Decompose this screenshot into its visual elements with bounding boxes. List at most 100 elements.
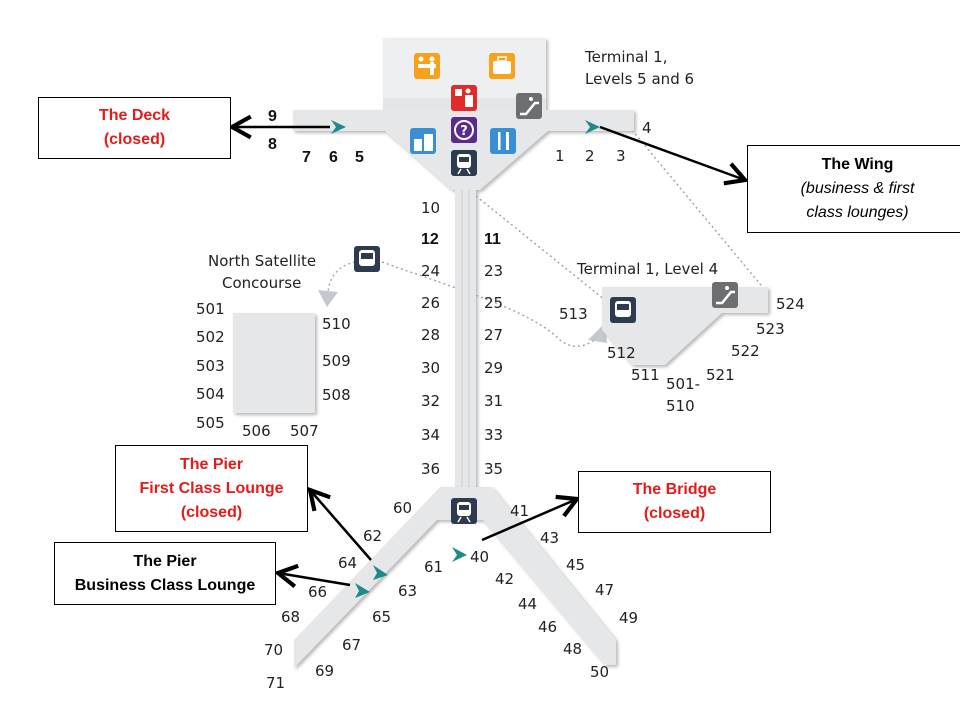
lounge-marker-deck [331, 120, 346, 134]
gate-label: 71 [266, 674, 285, 692]
pier-concourse [294, 487, 616, 668]
gate-label: 10 [421, 199, 440, 217]
baggage-icon [489, 53, 515, 79]
gate-label: 505 [196, 414, 225, 432]
pier-first-title-1: The Pier [179, 455, 244, 473]
pier-gates: 6062646668707161636567694042444648504143… [264, 499, 638, 692]
deck-status: (closed) [103, 131, 166, 148]
gate-label: 36 [421, 460, 440, 478]
svg-text:?: ? [460, 124, 468, 139]
gate-label: 70 [264, 641, 283, 659]
deck-title: The Deck [98, 107, 171, 124]
callout-pier-first-class: The Pier First Class Lounge (closed) [115, 445, 308, 532]
gate-label: 3 [616, 147, 626, 165]
gate-label: 33 [484, 426, 503, 444]
callout-the-bridge: The Bridge (closed) [578, 471, 771, 533]
gate-label: 2 [585, 147, 595, 165]
arrow-to-pier-first [310, 490, 372, 561]
gate-label: 64 [338, 554, 357, 572]
gate-label: 501-510 [666, 375, 700, 415]
terminal1-upper-label-line1: Terminal 1, [584, 48, 667, 66]
gate-label: 50 [590, 663, 609, 681]
pier-first-title-2: First Class Lounge [139, 479, 284, 497]
gate-label: 60 [393, 499, 412, 517]
dotted-routes [327, 129, 766, 348]
gate-label: 506 [242, 422, 271, 440]
gate-label: 1 [555, 147, 565, 165]
north-satellite-label-line2: Concourse [222, 274, 301, 292]
gate-label: 68 [281, 608, 300, 626]
gate-label: 67 [342, 636, 361, 654]
gate-label: 8 [268, 136, 277, 153]
escalator-icon-level4 [712, 282, 738, 308]
gate-label: 31 [484, 392, 503, 410]
pier-first-status: (closed) [180, 503, 243, 521]
gate-label: 502 [196, 328, 225, 346]
terminal1-upper-label-line2: Levels 5 and 6 [585, 70, 694, 88]
gate-label: 43 [540, 529, 559, 547]
gate-label: 522 [731, 342, 760, 360]
callout-the-wing: The Wing (business & first class lounges… [747, 145, 960, 233]
customs-icon [451, 85, 477, 111]
main-concourse-corridor [455, 185, 476, 490]
gate-label: 501 [196, 300, 225, 318]
terminal1-level4-label: Terminal 1, Level 4 [576, 260, 718, 278]
gate-label: 504 [196, 385, 225, 403]
bridge-title: The Bridge [632, 481, 717, 498]
wing-subtitle-2: class lounges) [806, 204, 909, 221]
gate-label: 12 [421, 231, 439, 248]
restaurant-icon [490, 128, 516, 154]
lounge-marker-wing [585, 120, 600, 134]
route-line-bus-to-satellite [327, 261, 356, 293]
lounge-marker-pier-business [355, 583, 370, 598]
gate-label: 512 [607, 344, 636, 362]
gate-label: 511 [631, 366, 660, 384]
pier-business-title-1: The Pier [133, 552, 197, 570]
gate-label: 62 [363, 527, 382, 545]
gate-label: 508 [322, 386, 351, 404]
gate-label: 46 [538, 618, 557, 636]
gate-label: 513 [559, 305, 588, 323]
check-in-icon [414, 53, 440, 79]
wing-title: The Wing [821, 156, 894, 173]
gate-label: 35 [484, 460, 503, 478]
gate-label: 41 [510, 502, 529, 520]
gate-label: 69 [315, 662, 334, 680]
gate-label: 521 [706, 366, 735, 384]
information-icon: ? [451, 117, 477, 143]
bus-icon-level4 [610, 297, 636, 323]
bridge-status: (closed) [643, 505, 706, 522]
gate-label: 49 [619, 609, 638, 627]
gate-label: 63 [398, 582, 417, 600]
wing-subtitle-1: (business & first [800, 180, 915, 197]
callout-pier-business-class: The Pier Business Class Lounge [54, 542, 276, 605]
gate-label: 27 [484, 326, 503, 344]
satellite-arrow-head [318, 290, 338, 307]
train-icon-pier [451, 498, 477, 524]
gate-label: 5 [355, 149, 364, 166]
gate-label: 47 [595, 581, 614, 599]
gate-label: 29 [484, 359, 503, 377]
arrow-to-pier-business [278, 573, 351, 585]
gate-label: 40 [470, 548, 489, 566]
lounge-marker-pier-first [373, 565, 388, 580]
gate-label: 7 [302, 149, 311, 166]
gate-label: 9 [268, 108, 277, 125]
train-icon [451, 150, 477, 176]
gate-label: 503 [196, 357, 225, 375]
gate-label: 524 [776, 295, 805, 313]
gate-label: 32 [421, 392, 440, 410]
gate-label: 48 [563, 640, 582, 658]
gate-label: 25 [484, 294, 503, 312]
level4-gates: 513 512 511 501-510 521 522 523 524 [559, 295, 805, 415]
duty-free-icon [410, 128, 436, 154]
escalator-icon [516, 93, 542, 119]
north-satellite-building [233, 313, 315, 413]
gate-label: 523 [756, 320, 785, 338]
route-line-bus-to-level4 [381, 261, 601, 348]
gate-label: 65 [372, 608, 391, 626]
gate-label: 34 [421, 426, 440, 444]
gate-label: 6 [329, 149, 338, 166]
